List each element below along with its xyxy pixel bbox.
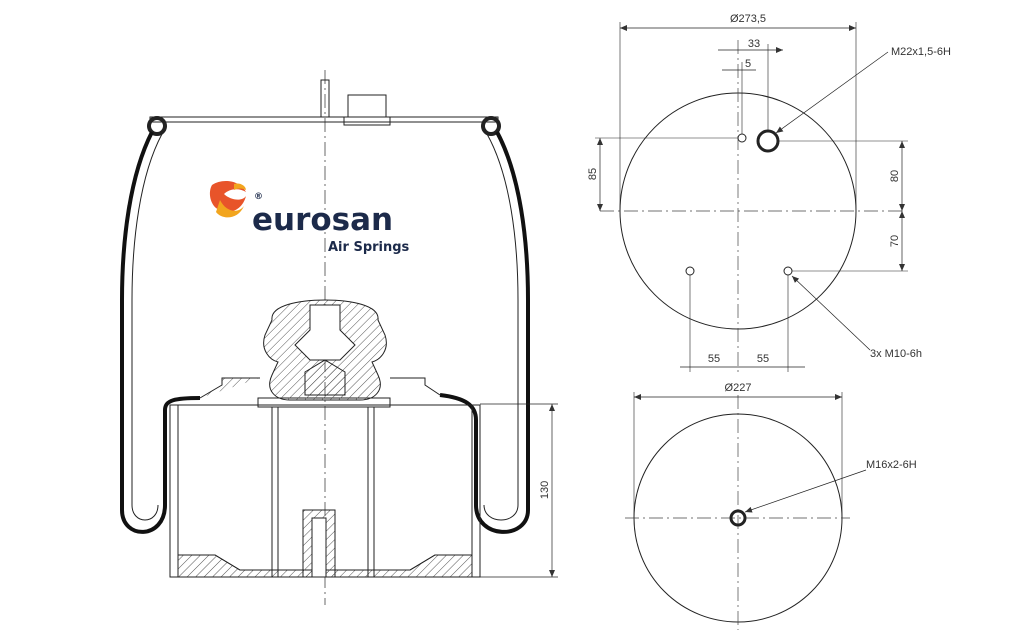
callout-center-label: M16x2-6H (866, 459, 917, 471)
bellows-inner (131, 133, 163, 521)
top-view (595, 22, 908, 372)
bolt-hole-left (685, 266, 695, 276)
brand-subtitle: Air Springs (328, 240, 410, 255)
bottom-insert-bore (311, 517, 327, 578)
leader-port (775, 51, 889, 134)
leader-center (744, 469, 867, 513)
dim-55-left-label: 55 (708, 353, 720, 365)
bellows-outer-right (439, 131, 530, 534)
side-section-view (120, 70, 558, 605)
bead-left (147, 116, 167, 136)
dim-55-right-label: 55 (757, 353, 769, 365)
bead-right (481, 116, 501, 136)
registered-mark: ® (254, 192, 263, 202)
dim-85-label: 85 (587, 168, 599, 180)
dim-5-label: 5 (745, 58, 751, 70)
dim-dia-label: Ø273,5 (730, 13, 766, 25)
callout-bolts-label: 3x M10-6h (870, 348, 922, 360)
bottom-view (625, 392, 867, 630)
bump-stop-cavity (294, 304, 356, 361)
air-fitting (347, 94, 387, 118)
eurosan-logo: ® eurosan Air Springs (209, 180, 410, 255)
bolt-hole-right (783, 266, 793, 276)
logo-flame-icon (209, 180, 246, 218)
stud-hole (737, 133, 747, 143)
dim-33-label: 33 (748, 38, 760, 50)
bump-stop-insert (304, 359, 346, 396)
piston-shoulder-right (390, 377, 441, 396)
bellows-outer (120, 131, 201, 534)
dim-80-label: 80 (889, 170, 901, 182)
bellows-inner-right (483, 133, 519, 521)
center-hole (729, 509, 747, 527)
air-fitting-base (343, 116, 391, 126)
leader-bolts (791, 275, 871, 351)
dim-227-label: Ø227 (725, 382, 752, 394)
top-plate (149, 116, 499, 123)
top-stud (320, 79, 330, 118)
brand-name: eurosan (252, 202, 393, 238)
piston-shoulder-left (199, 377, 260, 399)
dim-130-label: 130 (539, 481, 551, 499)
port-hole (756, 129, 780, 153)
callout-port-label: M22x1,5-6H (891, 46, 951, 58)
dim-70-label: 70 (889, 235, 901, 247)
